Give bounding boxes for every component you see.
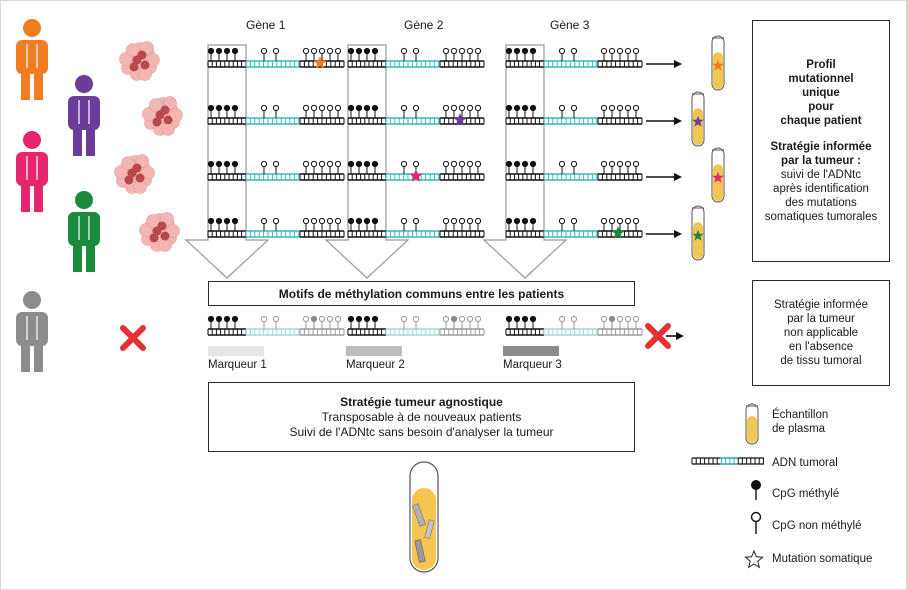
patient-green-leg-r [86,240,95,272]
profile-title-5: chaque patient [780,115,862,127]
plasma-tube-4 [691,205,705,261]
patient-orange-leg-l [21,68,30,100]
mutation-star-row2 [453,113,467,126]
patient-orange-torso [16,40,48,74]
agnostic-strategy-box: Stratégie tumeur agnostique Transposable… [208,382,635,452]
dna-row2-gene1 [207,104,345,125]
patient-purple-head [75,75,93,93]
legend-plasma-label-1: Échantillon [772,409,829,421]
not-applicable-box: Stratégie informée par la tumeur non app… [752,280,890,386]
common-methylation-box: Motifs de méthylation communs entre les … [208,281,635,306]
na-line-5: de tissu tumoral [780,355,862,367]
gene-label-1: Gène 1 [246,18,286,32]
marker-dna-2 [347,315,485,336]
legend-methylated-icon [751,480,761,500]
dna-row3-gene3 [505,160,643,181]
dna-row4-gene2 [347,217,485,238]
patient-grey-torso [16,312,48,346]
profile-strategy-body-2: après identification [773,183,869,195]
profile-title-3: unique [802,87,840,99]
patient-grey [16,291,48,372]
patient-purple-leg-r [86,124,95,156]
patient-pink-head [23,131,41,149]
tumor-cluster-2 [142,96,183,136]
patient-purple [68,75,100,156]
dna-row1-gene3 [505,47,643,68]
patient-orange-leg-r [34,68,43,100]
common-methylation-label: Motifs de méthylation communs entre les … [278,286,565,301]
na-line-4: en l'absence [788,341,854,353]
legend-plasma-icon [745,403,759,445]
patient-pink-torso [16,152,48,186]
tumor-cluster-4 [139,212,180,252]
agnostic-title: Stratégie tumeur agnostique [340,394,503,409]
gene-label-3: Gène 3 [550,18,590,32]
legend-unmethylated-icon [750,511,762,534]
na-line-3: non applicable [783,327,859,339]
profile-strategy-body-3: des mutations [785,197,857,209]
profile-title-1: Profil [806,59,836,71]
plasma-tube-2 [691,91,705,147]
marker-dna-3 [505,315,643,336]
patient-orange-head [23,19,41,37]
patient-grey-leg-l [21,340,30,372]
dna-row2-gene3 [505,104,643,125]
plasma-tube-1 [711,35,725,91]
mutation-star-row1 [313,56,327,69]
legend-mutation-star-icon [744,549,764,569]
legend-methylated-label: CpG méthylé [772,488,840,500]
dna-row1-gene2 [347,47,485,68]
dna-row2-gene2 [347,104,485,125]
patient-pink [16,131,48,212]
marker-swatch-3 [503,346,559,356]
profile-strategy-body-4: somatiques tumorales [764,211,878,223]
dna-row3-gene1 [207,160,345,181]
mutation-star-row3 [409,169,423,182]
legend-unmethylated-label: CpG non méthylé [772,520,862,532]
marker-swatch-2 [346,346,402,356]
patient-orange [16,19,48,100]
patient-purple-torso [68,96,100,130]
legend-dna-icon [691,457,764,465]
patient-pink-leg-r [34,180,43,212]
patient-green [68,191,100,272]
agnostic-line-2: Suivi de l'ADNtc sans besoin d'analyser … [289,424,554,439]
legend-mutation-label: Mutation somatique [772,553,873,565]
dna-row4-gene1 [207,217,345,238]
profile-title-2: mutationnel [788,73,854,85]
agnostic-plasma-tube [409,461,439,573]
marker-label-3: Marqueur 3 [503,359,562,371]
patient-green-leg-l [73,240,82,272]
marker-label-2: Marqueur 2 [346,359,405,371]
gene-label-2: Gène 2 [404,18,444,32]
patient-pink-leg-l [21,180,30,212]
tumor-cluster-3 [114,154,155,194]
tumor-cluster-1 [119,41,160,81]
marker-dna-1 [207,315,345,336]
profile-strategy-title-2: par la tumeur : [781,155,861,167]
profile-strategy-body-1: suivi de l'ADNtc [780,169,862,181]
plasma-tube-3 [711,147,725,203]
patient-purple-leg-l [73,124,82,156]
na-line-2: par la tumeur [787,313,855,325]
patient-green-torso [68,212,100,246]
legend-dna-label: ADN tumoral [772,457,838,469]
patient-grey-leg-r [34,340,43,372]
marker-label-1: Marqueur 1 [208,359,267,371]
no-tumor-x-icon [120,325,146,351]
agnostic-line-1: Transposable à de nouveaux patients [321,409,522,424]
na-line-1: Stratégie informée [774,299,868,311]
marker-swatch-1 [208,346,264,356]
profile-box: Profil mutationnel unique pour chaque pa… [752,20,890,262]
dna-row4-gene3 [505,217,643,238]
patient-grey-head [23,291,41,309]
legend-plasma-label-2: de plasma [772,423,826,435]
profile-strategy-title-1: Stratégie informée [770,141,872,153]
not-applicable-x-icon [645,323,671,349]
mutation-star-row4 [611,226,625,239]
patient-green-head [75,191,93,209]
profile-title-4: pour [808,101,834,113]
